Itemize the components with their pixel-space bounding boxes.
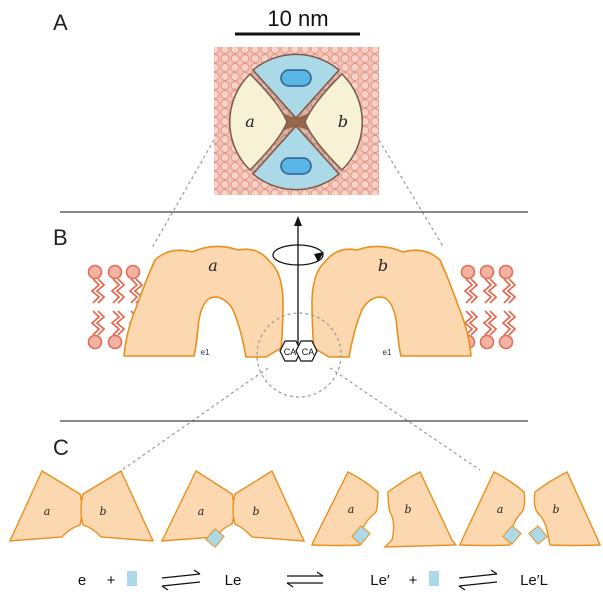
state-le-prime-a: a <box>348 503 355 516</box>
state-le-a: a <box>198 505 205 518</box>
zoom-guide-right-b <box>329 367 481 471</box>
subunit-b-label-top: b <box>338 112 348 131</box>
zoom-circle <box>256 312 342 398</box>
panel-label-a: A <box>53 10 68 35</box>
state-le-prime-l-b: b <box>552 503 559 516</box>
e1-label-right: e1 <box>383 348 392 357</box>
eq-e: e <box>78 572 86 589</box>
panel-label-b: B <box>53 225 68 250</box>
subunit-a-label-top: a <box>245 112 255 131</box>
state-le-prime-b: b <box>404 503 411 516</box>
state-le-prime-l: a b <box>458 471 602 547</box>
state-le-b: b <box>252 505 259 518</box>
zoom-guide-right-a <box>378 139 445 249</box>
state-le-prime: a b <box>310 471 458 548</box>
eq-le-prime-l: Le′L <box>520 572 548 589</box>
channel-top-view: a b <box>228 53 364 191</box>
subunit-a-side <box>123 245 284 358</box>
rotation-axis <box>272 216 324 345</box>
equilibrium-arrow-2 <box>286 571 324 588</box>
subunit-a-label-side: a <box>208 256 218 275</box>
scale-bar: 10 nm <box>235 6 360 36</box>
ligand-le-prime-l-1 <box>502 525 522 545</box>
domain-a <box>228 72 288 172</box>
subunit-b-label-side: b <box>378 256 388 275</box>
eq-plus-2: + <box>409 572 418 589</box>
ca-label-right: CA <box>302 347 315 357</box>
e1-label-left: e1 <box>201 348 210 357</box>
state-e-a: a <box>44 505 51 518</box>
zoom-guide-left-b <box>121 367 269 471</box>
eq-plus-1: + <box>107 572 116 589</box>
central-pore <box>282 112 310 132</box>
eq-le-prime: Le′ <box>370 572 390 589</box>
state-e: a b <box>8 469 155 542</box>
lipids-right <box>460 264 516 350</box>
state-le-prime-l-a: a <box>497 503 504 516</box>
state-le: a b <box>160 469 306 548</box>
ligand-le <box>205 528 225 548</box>
ligand-symbol-2 <box>429 571 439 586</box>
capsule-bottom <box>280 157 312 175</box>
zoom-guide-left-a <box>151 139 215 249</box>
panel-label-c: C <box>53 435 69 460</box>
ca-label-left: CA <box>284 347 297 357</box>
state-e-b: b <box>99 505 106 518</box>
eq-le: Le <box>225 572 242 589</box>
reaction-equation: e + Le Le′ + Le′L <box>78 569 548 591</box>
ca-hexagon-right <box>295 340 318 362</box>
capsule-top <box>280 69 312 87</box>
equilibrium-arrow-1 <box>161 569 201 591</box>
domain-b <box>304 72 364 172</box>
equilibrium-arrow-3 <box>458 569 498 591</box>
ligand-symbol-1 <box>127 571 137 586</box>
scale-bar-label: 10 nm <box>267 6 328 31</box>
ligand-le-prime-l-2 <box>528 525 548 545</box>
subunit-b-side <box>311 245 472 358</box>
ca-hexagons: CA CA <box>279 340 318 362</box>
ligand-le-prime <box>351 525 371 545</box>
